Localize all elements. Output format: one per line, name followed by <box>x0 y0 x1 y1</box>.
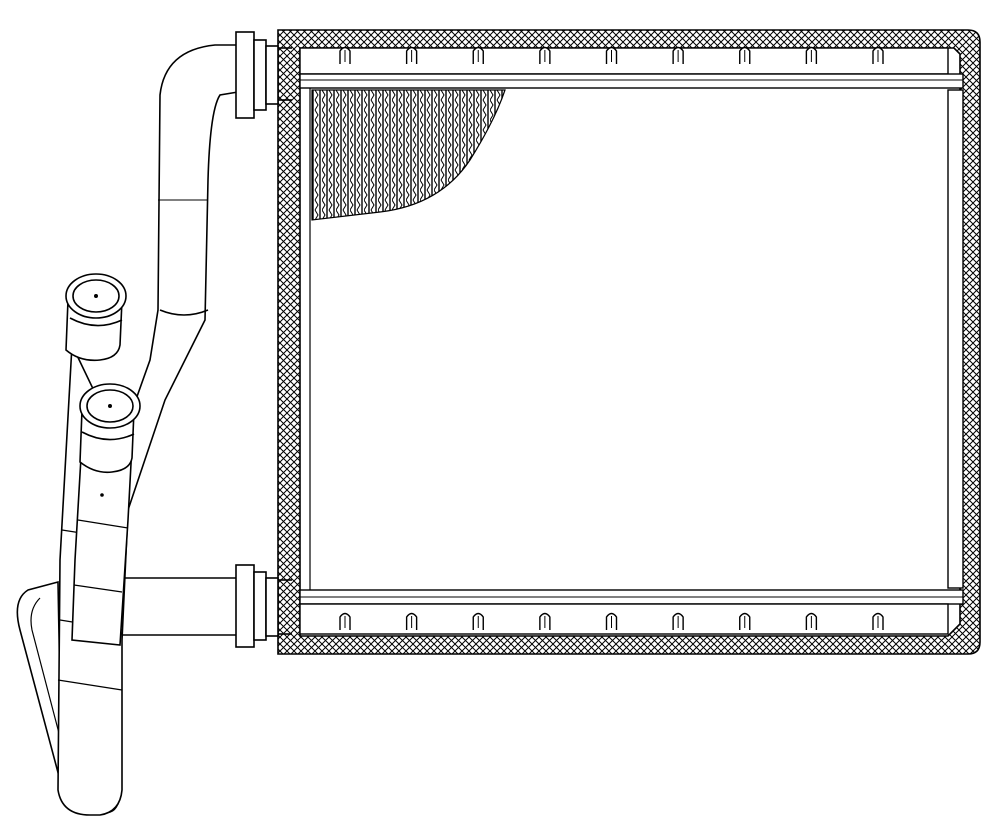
upper-fitting-flange <box>235 31 255 119</box>
outlet-port-2 <box>79 383 141 497</box>
outlet-port-1 <box>65 273 127 362</box>
top-tank <box>299 46 964 89</box>
core-fin-detail <box>311 89 506 221</box>
top-tank-tabs <box>339 46 884 64</box>
lower-pipe <box>119 577 239 636</box>
core-side-plates <box>309 88 964 590</box>
bottom-tank <box>299 589 964 635</box>
bottom-tank-tabs <box>339 612 884 630</box>
seal-frame <box>277 29 981 655</box>
pipe-assembly <box>16 31 292 816</box>
lower-fitting-flange <box>235 564 255 648</box>
